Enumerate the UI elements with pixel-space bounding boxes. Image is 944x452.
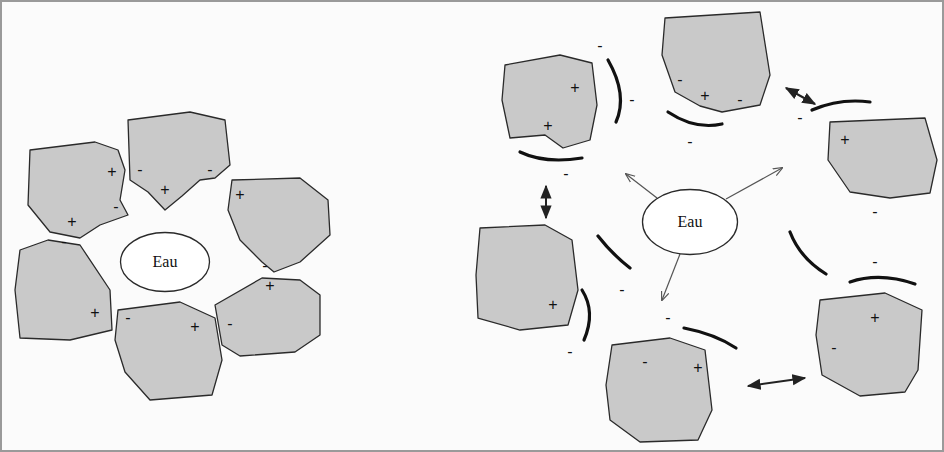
charge-sign: - [687,134,692,150]
charge-sign: - [797,110,802,126]
charge-sign: + [840,132,849,148]
charge-sign: + [570,80,579,96]
charge-sign: + [548,297,557,313]
charge-sign: + [90,305,99,321]
charge-sign: - [642,354,647,370]
repulsion-arrow [546,88,815,386]
charge-sign: + [190,319,199,335]
water-label: Eau [153,254,178,270]
charge-sign: - [207,162,212,178]
charge-sign: + [265,278,274,294]
charge-sign: - [737,92,742,108]
charge-sign: + [160,182,169,198]
charge-sign: - [597,38,602,54]
water-ellipse: Eau [119,231,211,293]
water-label: Eau [678,214,703,230]
charge-sign: - [619,282,624,298]
charge-sign: + [235,187,244,203]
swelling-arrow [626,168,782,300]
charge-sign: - [113,199,118,215]
charge-sign: - [227,316,232,332]
charge-sign: - [567,344,572,360]
charge-sign: + [693,360,702,376]
charge-sign: - [872,254,877,270]
charge-sign: - [262,258,267,274]
charge-sign: - [872,204,877,220]
water-ellipse: Eau [641,188,739,256]
charge-sign: + [67,214,76,230]
charge-sign: - [677,72,682,88]
charge-sign: + [543,118,552,134]
charge-sign: - [665,310,670,326]
charge-sign: - [137,162,142,178]
charge-sign: + [700,88,709,104]
charge-sign: - [61,234,66,250]
charge-sign: - [629,92,634,108]
charge-sign: - [563,166,568,182]
water-film [520,60,915,348]
charge-sign: + [107,164,116,180]
charge-sign: - [125,310,130,326]
charge-sign: - [831,340,836,356]
charge-sign: + [870,310,879,326]
clay-particles [15,12,937,442]
